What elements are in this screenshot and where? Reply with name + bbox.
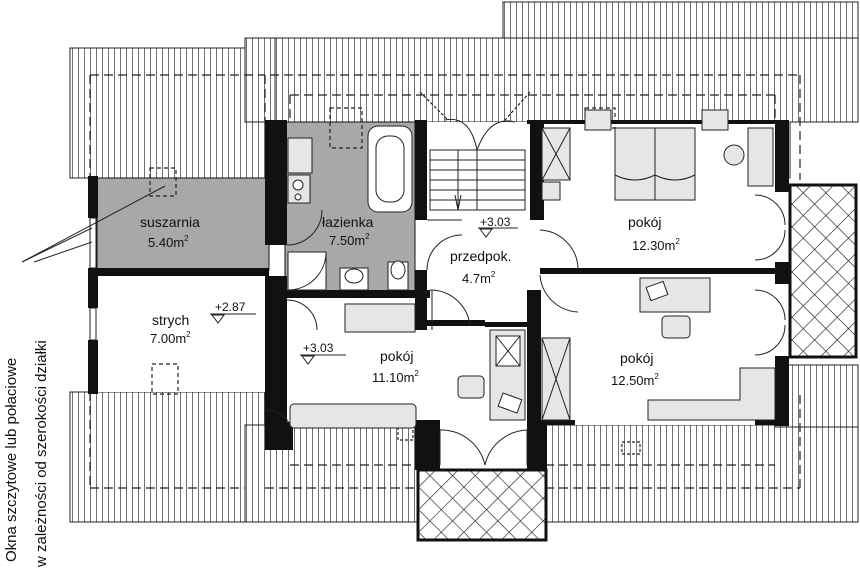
room-name-suszarnia: suszarnia — [140, 214, 200, 230]
staircase — [419, 91, 531, 211]
roof-overhangs — [69, 1, 859, 523]
room-area-strych: 7.00m2 — [150, 330, 191, 346]
room-area-pokoj-se: 12.50m2 — [611, 372, 659, 388]
room-area-lazienka: 7.50m2 — [329, 232, 370, 248]
knee-wall-lines — [89, 74, 801, 489]
side-note-line2: w zależności od szerokości działki — [33, 340, 50, 568]
room-name-przedpokoj: przedpok. — [450, 248, 511, 264]
room-area-pokoj-ne: 12.30m2 — [632, 237, 680, 253]
side-note: Okna szczytowe lub połaciowe w zależnośc… — [3, 340, 50, 568]
room-name-lazienka: łazienka — [322, 214, 374, 230]
suszarnia-fill — [96, 177, 270, 271]
room-area-suszarnia: 5.40m2 — [148, 234, 189, 250]
level-mark-strych: +2.87 — [215, 300, 246, 314]
room-name-pokoj-se: pokój — [620, 350, 653, 366]
room-name-strych: strych — [152, 312, 189, 328]
door-swings — [266, 194, 786, 466]
room-labels: suszarnia 5.40m2 łazienka 7.50m2 przedpo… — [140, 214, 680, 388]
side-note-line1: Okna szczytowe lub połaciowe — [3, 358, 20, 562]
strych-white — [97, 275, 265, 392]
level-mark-hall: +3.03 — [480, 215, 511, 229]
level-marks: +3.03 +2.87 +3.03 — [210, 215, 518, 365]
note-leaders — [21, 185, 166, 263]
room-name-pokoj-center: pokój — [380, 348, 413, 364]
level-mark-pokoj: +3.03 — [303, 341, 334, 355]
room-area-pokoj-center: 11.10m2 — [372, 369, 419, 385]
furniture — [287, 109, 776, 429]
room-name-pokoj-ne: pokój — [628, 214, 661, 230]
balcony-right — [788, 183, 858, 359]
balcony-bottom — [416, 468, 548, 542]
walls — [88, 120, 789, 470]
room-area-przedpokoj: 4.7m2 — [462, 270, 496, 286]
